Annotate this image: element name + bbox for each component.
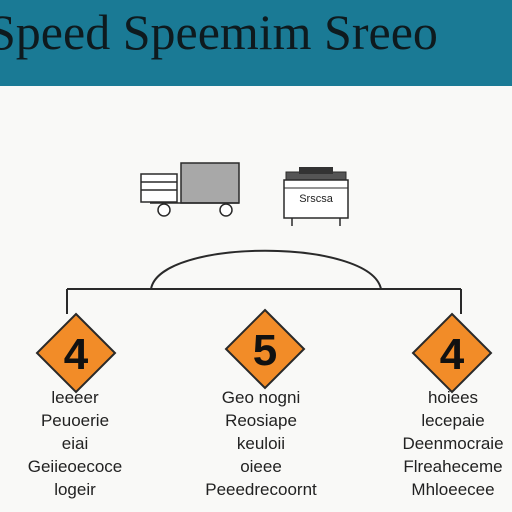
column-1-line: leeeer [51,388,99,407]
column-2-line: Geo nogni [221,388,301,407]
step-diamond-3: 4 [411,312,493,394]
column-1-text: leeeer Peuoerie eiai Geiieoecoce logeir [0,386,150,501]
column-3-line: lecepaie [421,411,485,430]
column-3-line: Deenmocraie [402,434,504,453]
column-2-text: Geo nogni Reosiape keuloii oieee Peeedre… [186,386,336,501]
step-number-3: 4 [440,330,465,379]
diagram-panel [0,86,512,512]
step-diamond-1: 4 [35,312,117,394]
header-banner [0,0,512,86]
page-title: Speed Speemim Sreeo [0,4,438,60]
car-icon: Srscsa [283,167,349,226]
connector-lines [66,249,462,314]
step-diamond-2: 5 [224,308,306,390]
step-number-2: 5 [253,326,277,375]
column-3-line: Mhloeecee [411,480,495,499]
column-3-line: Flreaheceme [403,457,503,476]
column-2-line: Reosiape [225,411,297,430]
truck-icon [140,162,240,217]
column-3-text: hoiees lecepaie Deenmocraie Flreaheceme … [378,386,512,501]
column-2-line: keuloii [236,434,286,453]
column-1-line: Geiieoecoce [27,457,123,476]
column-1-line: eiai [61,434,89,453]
car-label: Srscsa [299,193,334,205]
column-3-line: hoiees [427,388,479,407]
step-number-1: 4 [64,330,89,379]
column-1-line: logeir [54,480,96,499]
column-2-line: Peeedrecoornt [205,480,317,499]
column-2-line: oieee [240,457,282,476]
column-1-line: Peuoerie [40,411,110,430]
